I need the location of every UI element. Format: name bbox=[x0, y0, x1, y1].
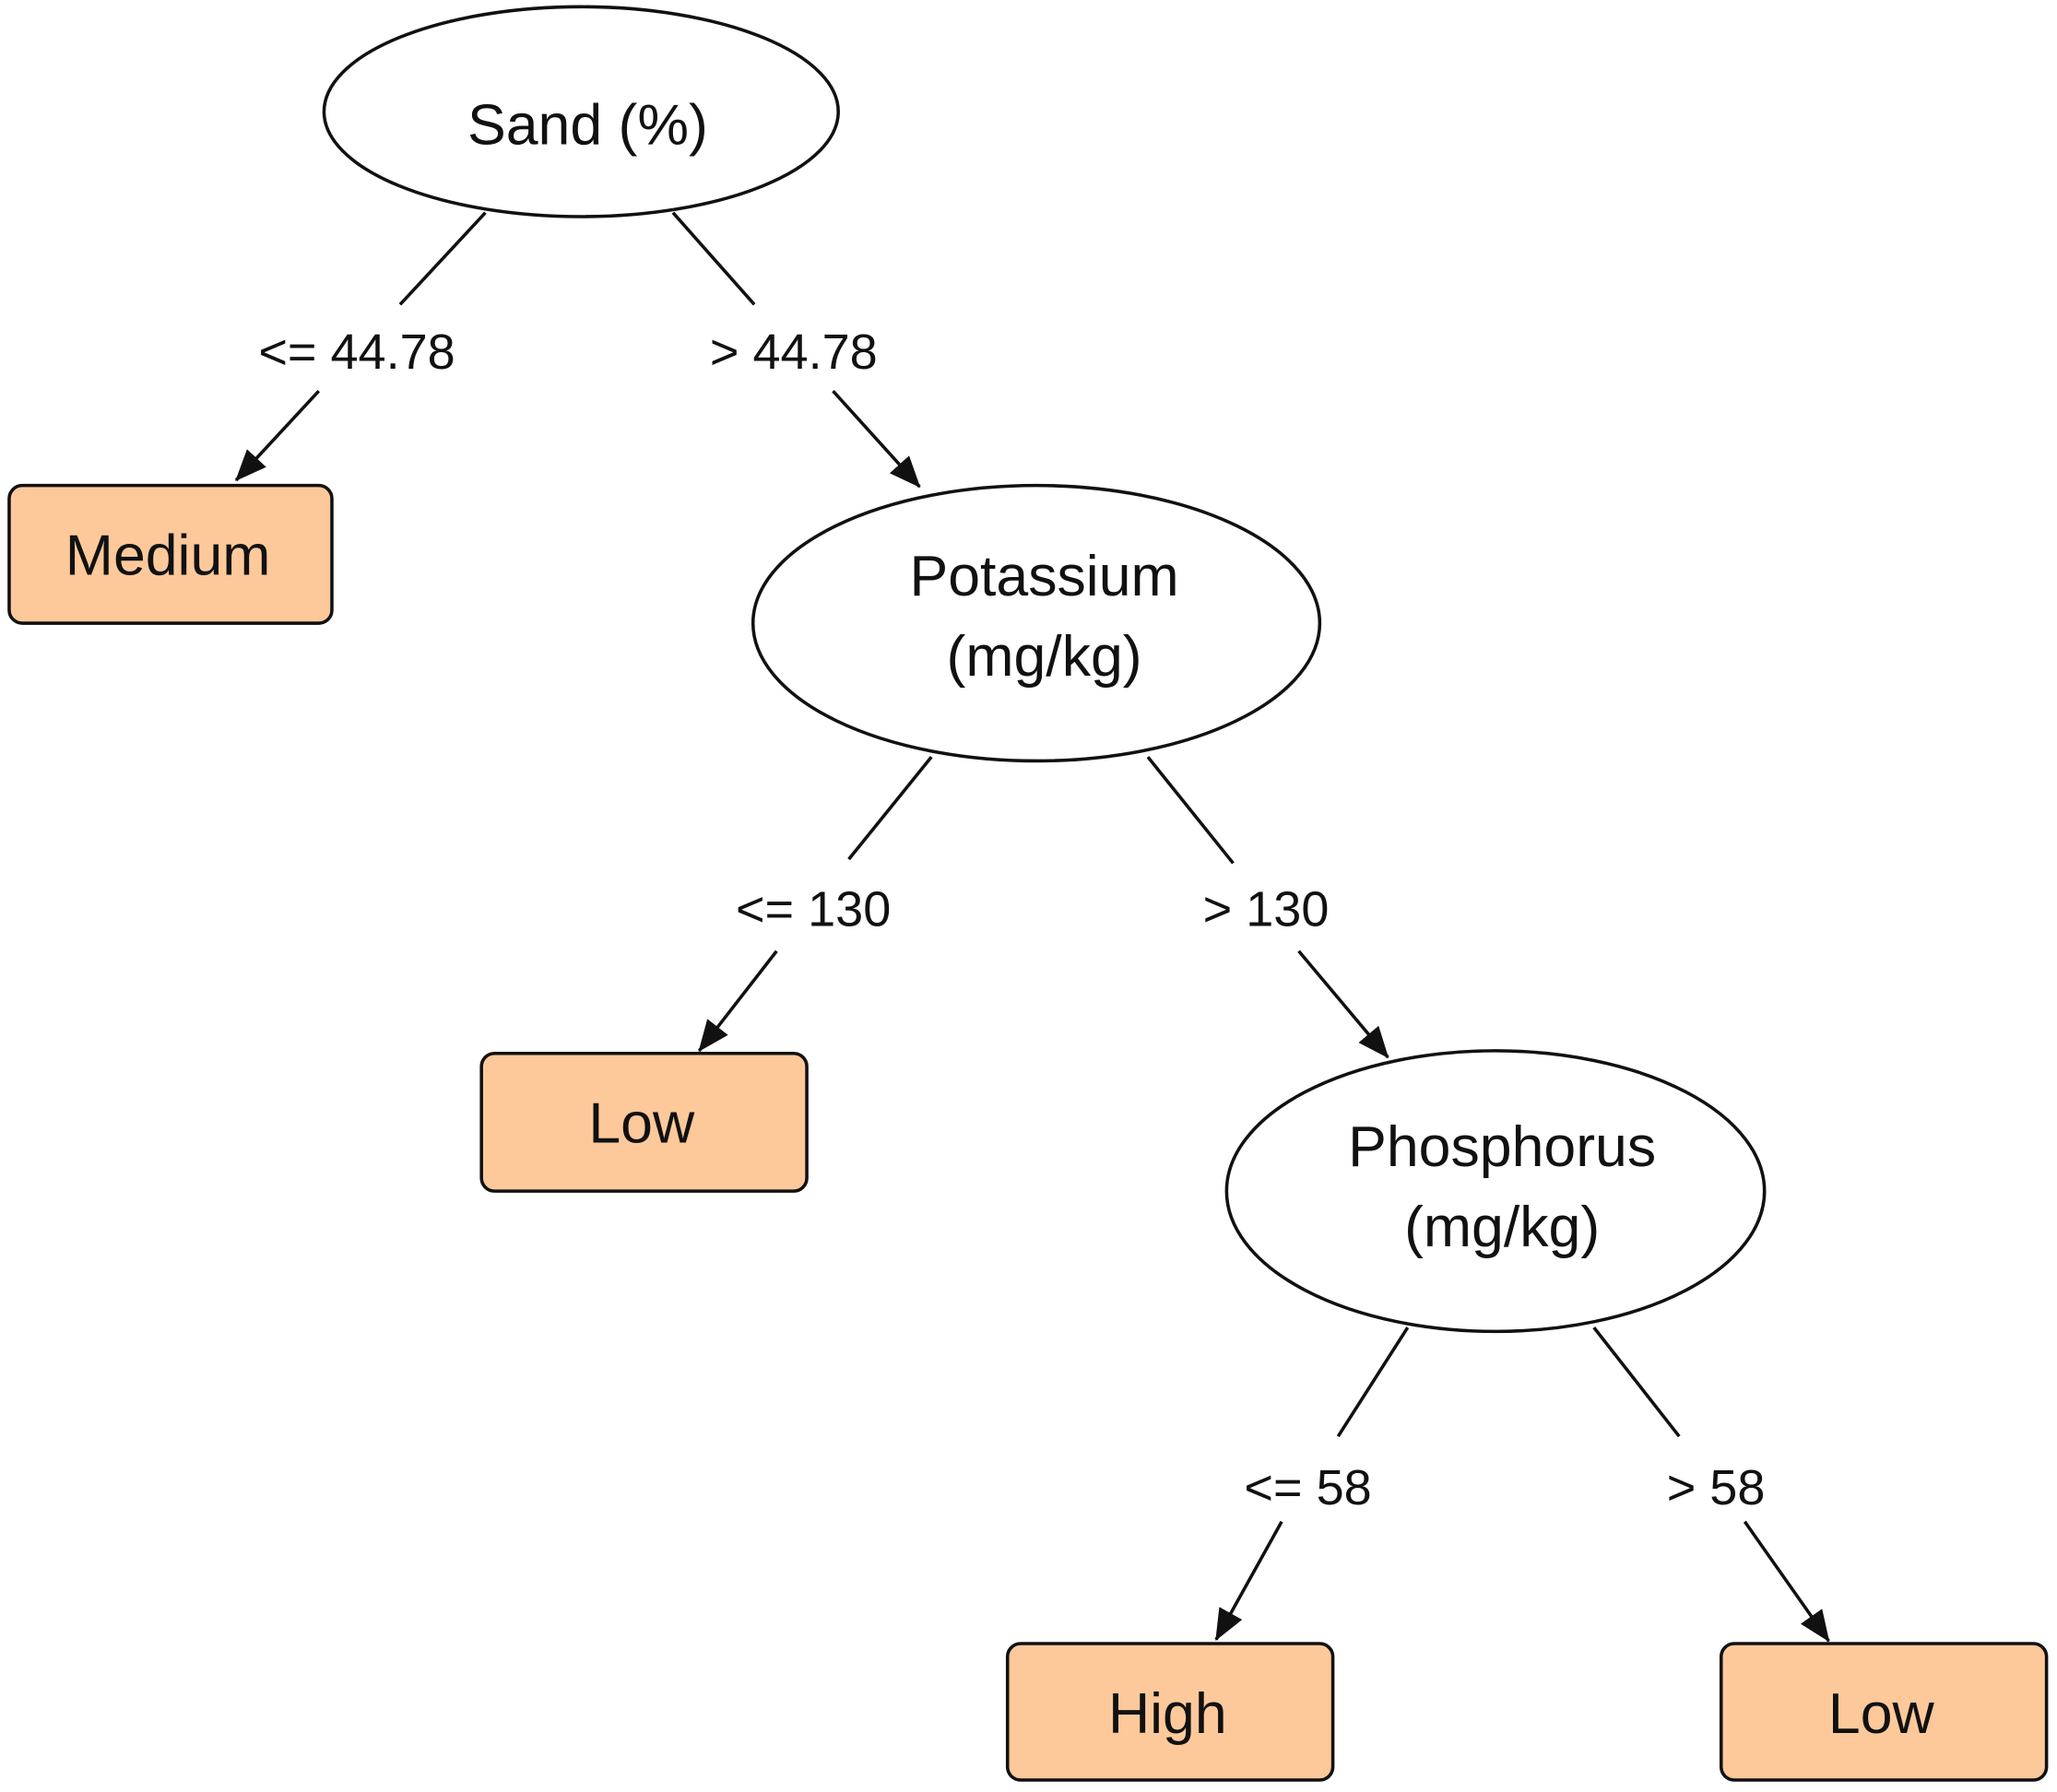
edge-arrow bbox=[697, 949, 778, 1053]
edge-line bbox=[398, 211, 487, 306]
node-phosphorus-unit: (mg/kg) bbox=[1404, 1195, 1600, 1259]
edge-line bbox=[671, 211, 756, 306]
leaf-medium-label: Medium bbox=[65, 523, 271, 587]
edge-label: <= 44.78 bbox=[258, 324, 455, 380]
leaf-low bbox=[1719, 1642, 2049, 1782]
edge-arrow bbox=[832, 390, 921, 489]
node-potassium bbox=[751, 483, 1322, 763]
edge-label: > 58 bbox=[1667, 1460, 1766, 1515]
node-phosphorus-label: Phosphorus bbox=[1348, 1114, 1656, 1179]
edge-arrow bbox=[1743, 1520, 1830, 1643]
node-potassium-label: Potassium bbox=[909, 544, 1178, 608]
edge-arrow bbox=[1297, 949, 1389, 1059]
edge-arrow bbox=[1214, 1520, 1283, 1641]
edge-line bbox=[847, 756, 933, 861]
edge-line bbox=[1336, 1326, 1410, 1438]
leaf-medium bbox=[7, 483, 334, 625]
leaf-low-label: Low bbox=[588, 1091, 695, 1155]
edge-label: <= 130 bbox=[736, 882, 891, 937]
edge-line bbox=[1592, 1326, 1681, 1438]
node-potassium-unit: (mg/kg) bbox=[947, 624, 1142, 689]
edge-line bbox=[1146, 756, 1235, 865]
edge-label: <= 58 bbox=[1244, 1460, 1371, 1515]
leaf-high bbox=[1005, 1642, 1335, 1782]
leaf-low bbox=[479, 1051, 809, 1193]
leaf-high-label: High bbox=[1108, 1681, 1227, 1746]
leaf-low-label: Low bbox=[1828, 1681, 1935, 1746]
node-phosphorus bbox=[1224, 1049, 1767, 1334]
edge-label: > 130 bbox=[1203, 882, 1330, 937]
edge-arrow bbox=[234, 390, 321, 482]
node-sand bbox=[322, 5, 840, 218]
node-sand-label: Sand (%) bbox=[467, 93, 708, 158]
edge-label: > 44.78 bbox=[710, 324, 878, 380]
